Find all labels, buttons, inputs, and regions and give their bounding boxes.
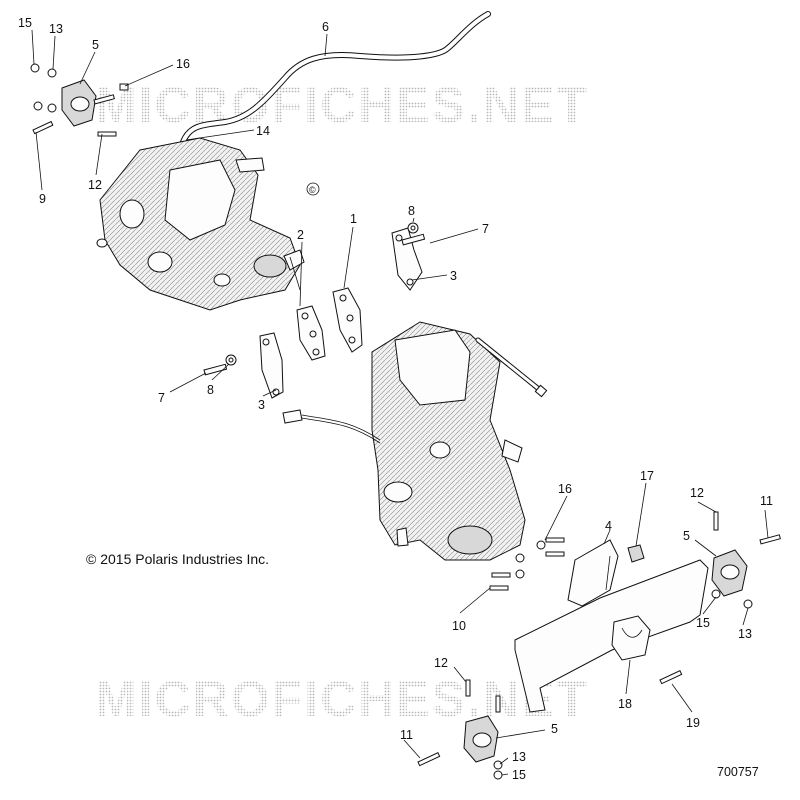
frame-bracket [514, 539, 709, 713]
fasteners [30, 63, 781, 780]
callout-18: 18 [618, 697, 632, 711]
engine-assembly [371, 321, 526, 561]
transmission-assembly [96, 137, 305, 311]
callout-13-bottom: 13 [512, 750, 526, 764]
callout-15-bottom: 15 [512, 768, 526, 782]
shift-cable [179, 11, 491, 153]
clamp [611, 615, 651, 661]
watermark-top: MICROFICHES.NET [95, 77, 589, 133]
figure-number: 700757 [717, 765, 759, 779]
callout-7-lower: 7 [158, 391, 165, 405]
callout-4: 4 [605, 519, 612, 533]
callout-13: 13 [49, 22, 63, 36]
callout-1: 1 [350, 212, 357, 226]
copyright-symbol: © [309, 185, 316, 195]
callout-labels: 15 13 5 16 6 14 9 12 1 8 7 2 3 7 8 3 16 … [18, 16, 773, 782]
callout-15-right: 15 [696, 616, 710, 630]
engine-rod [475, 337, 548, 398]
engine-mount-top [61, 79, 97, 127]
callout-11-right: 11 [760, 494, 773, 508]
sensor-harness [282, 409, 381, 444]
copyright-mark: © [306, 182, 320, 196]
callout-2: 2 [297, 228, 304, 242]
callout-5: 5 [92, 38, 99, 52]
leader-lines [31, 29, 769, 776]
mount-plate-2 [296, 305, 326, 361]
callout-5-bottom: 5 [551, 722, 558, 736]
callout-5-right: 5 [683, 529, 690, 543]
callout-8: 8 [408, 204, 415, 218]
callout-3: 3 [450, 269, 457, 283]
callout-7: 7 [482, 222, 489, 236]
mount-plate-3-lower [259, 332, 284, 399]
callout-9: 9 [39, 192, 46, 206]
callout-17: 17 [640, 469, 654, 483]
callout-15: 15 [18, 16, 32, 30]
watermark-bottom: MICROFICHES.NET [95, 671, 589, 727]
callout-16: 16 [176, 57, 190, 71]
callout-13-right: 13 [738, 627, 752, 641]
callout-12-right: 12 [690, 486, 704, 500]
callout-3-lower: 3 [258, 398, 265, 412]
callout-11-bottom: 11 [400, 728, 413, 742]
callout-16-lower: 16 [558, 482, 572, 496]
callout-12-bottom: 12 [434, 656, 448, 670]
engine-mount-bottom [463, 715, 499, 763]
callout-14: 14 [256, 124, 270, 138]
copyright-text: © 2015 Polaris Industries Inc. [86, 551, 269, 567]
callout-6: 6 [322, 20, 329, 34]
bracket-tab [627, 544, 645, 563]
callout-19: 19 [686, 716, 700, 730]
callout-10: 10 [452, 619, 466, 633]
callout-12: 12 [88, 178, 102, 192]
engine-mount-right [711, 549, 748, 597]
mount-plate-1 [332, 287, 363, 353]
callout-8-lower: 8 [207, 383, 214, 397]
